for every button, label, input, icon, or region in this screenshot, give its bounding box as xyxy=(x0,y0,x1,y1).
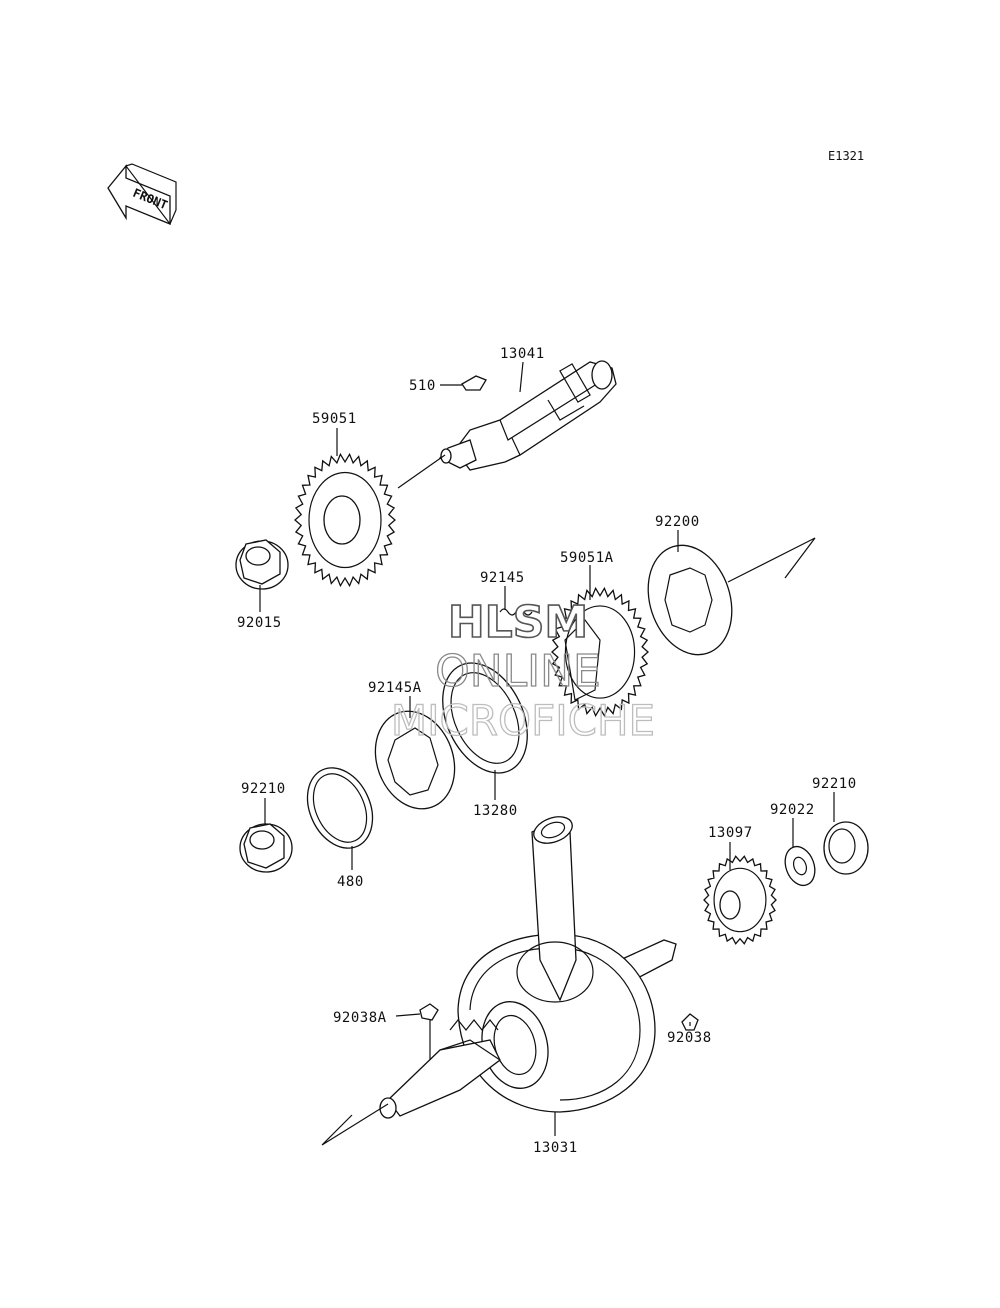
label-92145A: 92145A xyxy=(368,680,422,696)
label-92210-left: 92210 xyxy=(241,781,286,797)
front-arrow-icon: FRONT xyxy=(107,163,177,226)
label-59051: 59051 xyxy=(312,411,357,427)
spring-92145 xyxy=(499,608,533,616)
balancer-gear-59051A xyxy=(551,586,649,718)
woodruff-key-510 xyxy=(461,375,487,391)
label-92210-right: 92210 xyxy=(812,776,857,792)
watermark-line2: ONLINE xyxy=(435,646,601,697)
label-510: 510 xyxy=(409,378,436,394)
plate-92145A xyxy=(374,710,456,810)
plate-92200 xyxy=(647,544,733,656)
crank-gear-13097 xyxy=(703,855,777,945)
key-92038A xyxy=(419,1003,439,1021)
washer-13280 xyxy=(442,662,528,774)
label-92038: 92038 xyxy=(667,1030,712,1046)
label-92015: 92015 xyxy=(237,615,282,631)
label-13041: 13041 xyxy=(500,346,545,362)
label-92145: 92145 xyxy=(480,570,525,586)
watermark: HLSM ONLINE MICROFICHE xyxy=(390,596,655,745)
diagram-code: E1321 xyxy=(828,149,864,163)
crankshaft-13031 xyxy=(379,816,677,1119)
label-92038A: 92038A xyxy=(333,1010,387,1026)
balancer-axis-line xyxy=(397,454,446,489)
leader-lines xyxy=(259,361,835,1136)
nut-92210-left xyxy=(239,823,293,873)
watermark-line3: MICROFICHE xyxy=(391,696,655,745)
label-13031: 13031 xyxy=(533,1140,578,1156)
nut-92015 xyxy=(235,539,289,590)
label-92200: 92200 xyxy=(655,514,700,530)
crank-axis-line xyxy=(321,1103,389,1146)
shaft-axis-line xyxy=(727,537,816,583)
circlip-480 xyxy=(306,767,374,849)
balancer-shaft xyxy=(438,360,617,471)
label-480: 480 xyxy=(337,874,364,890)
washer-92022 xyxy=(784,845,816,887)
label-13280: 13280 xyxy=(473,803,518,819)
label-59051A: 59051A xyxy=(560,550,614,566)
nut-92210-right xyxy=(823,821,869,875)
balancer-gear-59051 xyxy=(294,452,396,588)
label-13097: 13097 xyxy=(708,825,753,841)
watermark-line1: HLSM xyxy=(448,597,588,648)
label-92022: 92022 xyxy=(770,802,815,818)
